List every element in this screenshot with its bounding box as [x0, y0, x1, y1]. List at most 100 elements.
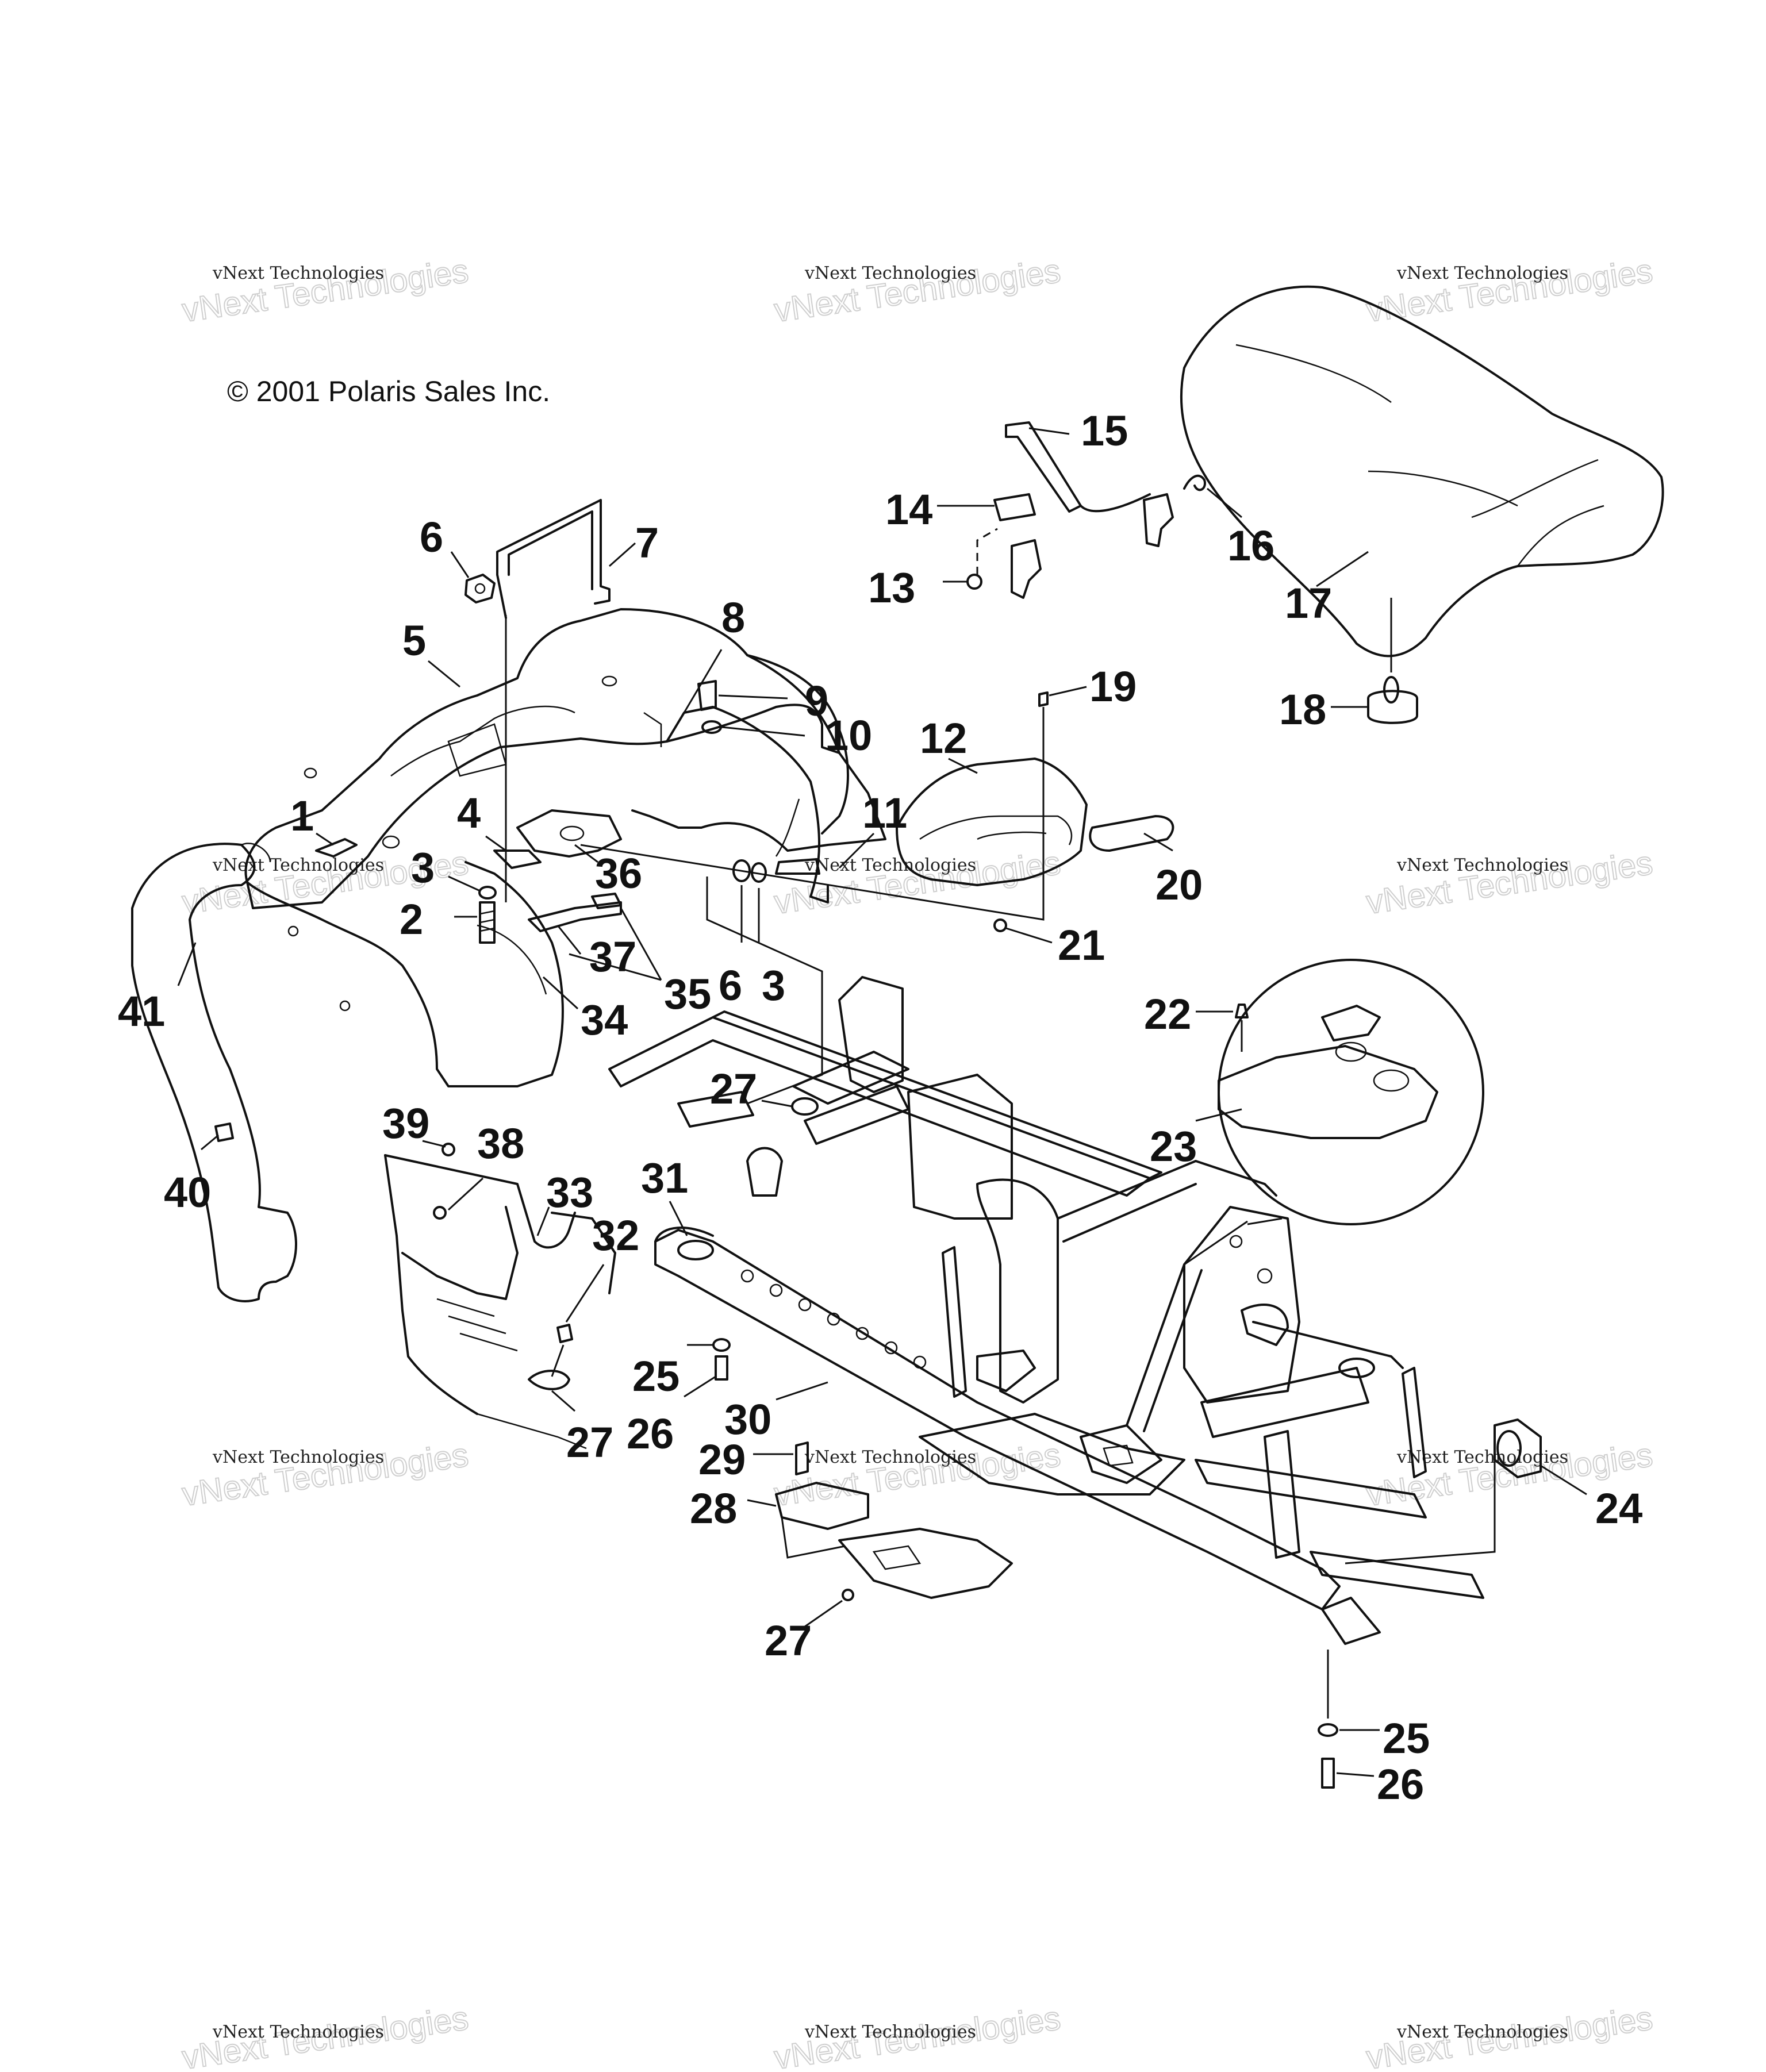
- assembly-line: [1345, 1448, 1496, 1564]
- frame-upper-rail: [608, 1016, 1151, 1197]
- screw-39: [442, 1143, 455, 1156]
- frame-skid: [1310, 1551, 1484, 1599]
- leader-26-rear: [684, 1375, 716, 1398]
- bumper-outline: [131, 843, 297, 1302]
- callout-27: 27: [710, 1065, 757, 1113]
- rack-bracket-drawing: [496, 499, 611, 902]
- callout-39: 39: [382, 1100, 429, 1147]
- frame-pad: [1103, 1444, 1134, 1467]
- leader-39: [422, 1140, 446, 1148]
- frame-floor: [919, 1413, 1185, 1496]
- callout-11: 11: [862, 789, 907, 837]
- frame-drawing: [608, 976, 1484, 1645]
- watermark: vNext Technologies vNext Technologies: [1364, 1999, 1656, 2072]
- seat-latch-drawing: [966, 421, 1206, 599]
- fender-hole: [339, 1000, 351, 1012]
- latch-spring: [1183, 474, 1206, 491]
- assembly-line: [551, 1344, 565, 1377]
- clip-40: [214, 1123, 234, 1142]
- leader-5: [428, 660, 460, 688]
- frame-diagonal: [1126, 1263, 1185, 1427]
- watermark-text: vNext Technologies: [212, 263, 384, 283]
- screw-11: [775, 858, 820, 875]
- nut-drawing: [464, 574, 496, 603]
- watermark-text: vNext Technologies: [212, 2022, 384, 2042]
- leader-15: [1028, 427, 1070, 435]
- nut-6: [732, 859, 751, 882]
- bracket-hole: [559, 825, 585, 841]
- watermark: vNext Technologies vNext Technologies: [179, 1436, 471, 1514]
- copyright-notice: © 2001 Polaris Sales Inc.: [227, 375, 551, 408]
- leader-10: [721, 726, 805, 737]
- leader-34: [542, 976, 579, 1010]
- latch-pad: [993, 493, 1036, 521]
- watermark-text: vNext Technologies: [804, 855, 976, 875]
- callout-41: 41: [118, 987, 165, 1035]
- leader-24: [1540, 1464, 1587, 1496]
- callout-36: 36: [595, 849, 642, 897]
- callout-27: 27: [765, 1617, 812, 1664]
- callout-19: 19: [1089, 663, 1137, 710]
- latch-rod: [1005, 421, 1082, 513]
- leader-38: [447, 1177, 484, 1211]
- callout-16: 16: [1227, 522, 1274, 570]
- frame-hole: [913, 1355, 927, 1369]
- screw-thread: [479, 910, 495, 932]
- floor-pan: [838, 1528, 1013, 1599]
- frame-upper-tube: [1062, 1183, 1197, 1243]
- detail-connector: [1184, 1220, 1248, 1266]
- callout-24: 24: [1595, 1485, 1642, 1532]
- fender-hole: [287, 925, 299, 937]
- callout-38: 38: [477, 1120, 524, 1167]
- leader-33: [536, 1206, 550, 1236]
- seat-contour: [1471, 459, 1599, 518]
- watermark: vNext Technologies vNext Technologies: [771, 1999, 1064, 2072]
- leader-17: [1316, 551, 1369, 587]
- rear-cab-top: [244, 608, 840, 883]
- lid-contour: [977, 831, 1047, 840]
- frame-rail-end: [654, 1227, 714, 1243]
- washer-10: [701, 720, 722, 734]
- frame-cross-member: [677, 1091, 754, 1128]
- frame-front-upright: [1402, 1367, 1427, 1478]
- fastener-left-drawing: [315, 838, 497, 944]
- grommet-27: [791, 1097, 819, 1116]
- callout-8: 8: [721, 594, 745, 641]
- footwell-fasteners-drawing: [528, 1324, 573, 1390]
- footwell-tread: [436, 1298, 518, 1352]
- leader-26-front: [1336, 1772, 1375, 1777]
- latch-screw: [966, 574, 982, 590]
- bumper-contour: [241, 843, 271, 863]
- frame-hole: [769, 1283, 783, 1297]
- callout-25: 25: [632, 1352, 679, 1400]
- bolt-9: [697, 680, 717, 711]
- callout-18: 18: [1279, 686, 1326, 733]
- callout-40: 40: [164, 1168, 211, 1216]
- frame-front-top: [1252, 1321, 1404, 1369]
- watermark: vNext Technologies vNext Technologies: [1364, 252, 1656, 330]
- leader-27-lower: [804, 1600, 843, 1628]
- callout-2: 2: [400, 895, 423, 943]
- assembly-line: [781, 1517, 846, 1559]
- bumper-base: [1367, 690, 1418, 724]
- callout-3: 3: [411, 844, 435, 891]
- watermark-text: vNext Technologies: [212, 855, 384, 875]
- leader-12: [948, 758, 978, 774]
- watermark-text: vNext Technologies: [804, 2022, 976, 2042]
- frame-plate: [907, 1074, 1013, 1220]
- frame-hole: [1229, 1235, 1243, 1248]
- screw-27: [842, 1589, 854, 1601]
- callout-12: 12: [920, 714, 967, 762]
- fender-brackets-drawing: [493, 809, 622, 932]
- storage-lid-drawing: [580, 691, 1174, 932]
- leader-41: [177, 942, 197, 986]
- dashed-guide: [976, 528, 998, 575]
- callout-22: 22: [1144, 990, 1191, 1038]
- callout-23: 23: [1150, 1123, 1197, 1170]
- frame-upright: [838, 976, 904, 1093]
- leader-11: [838, 832, 875, 869]
- watermark: vNext Technologies vNext Technologies: [179, 1999, 471, 2072]
- bracket-36: [516, 809, 622, 858]
- footwell-drawing: [384, 1143, 616, 1450]
